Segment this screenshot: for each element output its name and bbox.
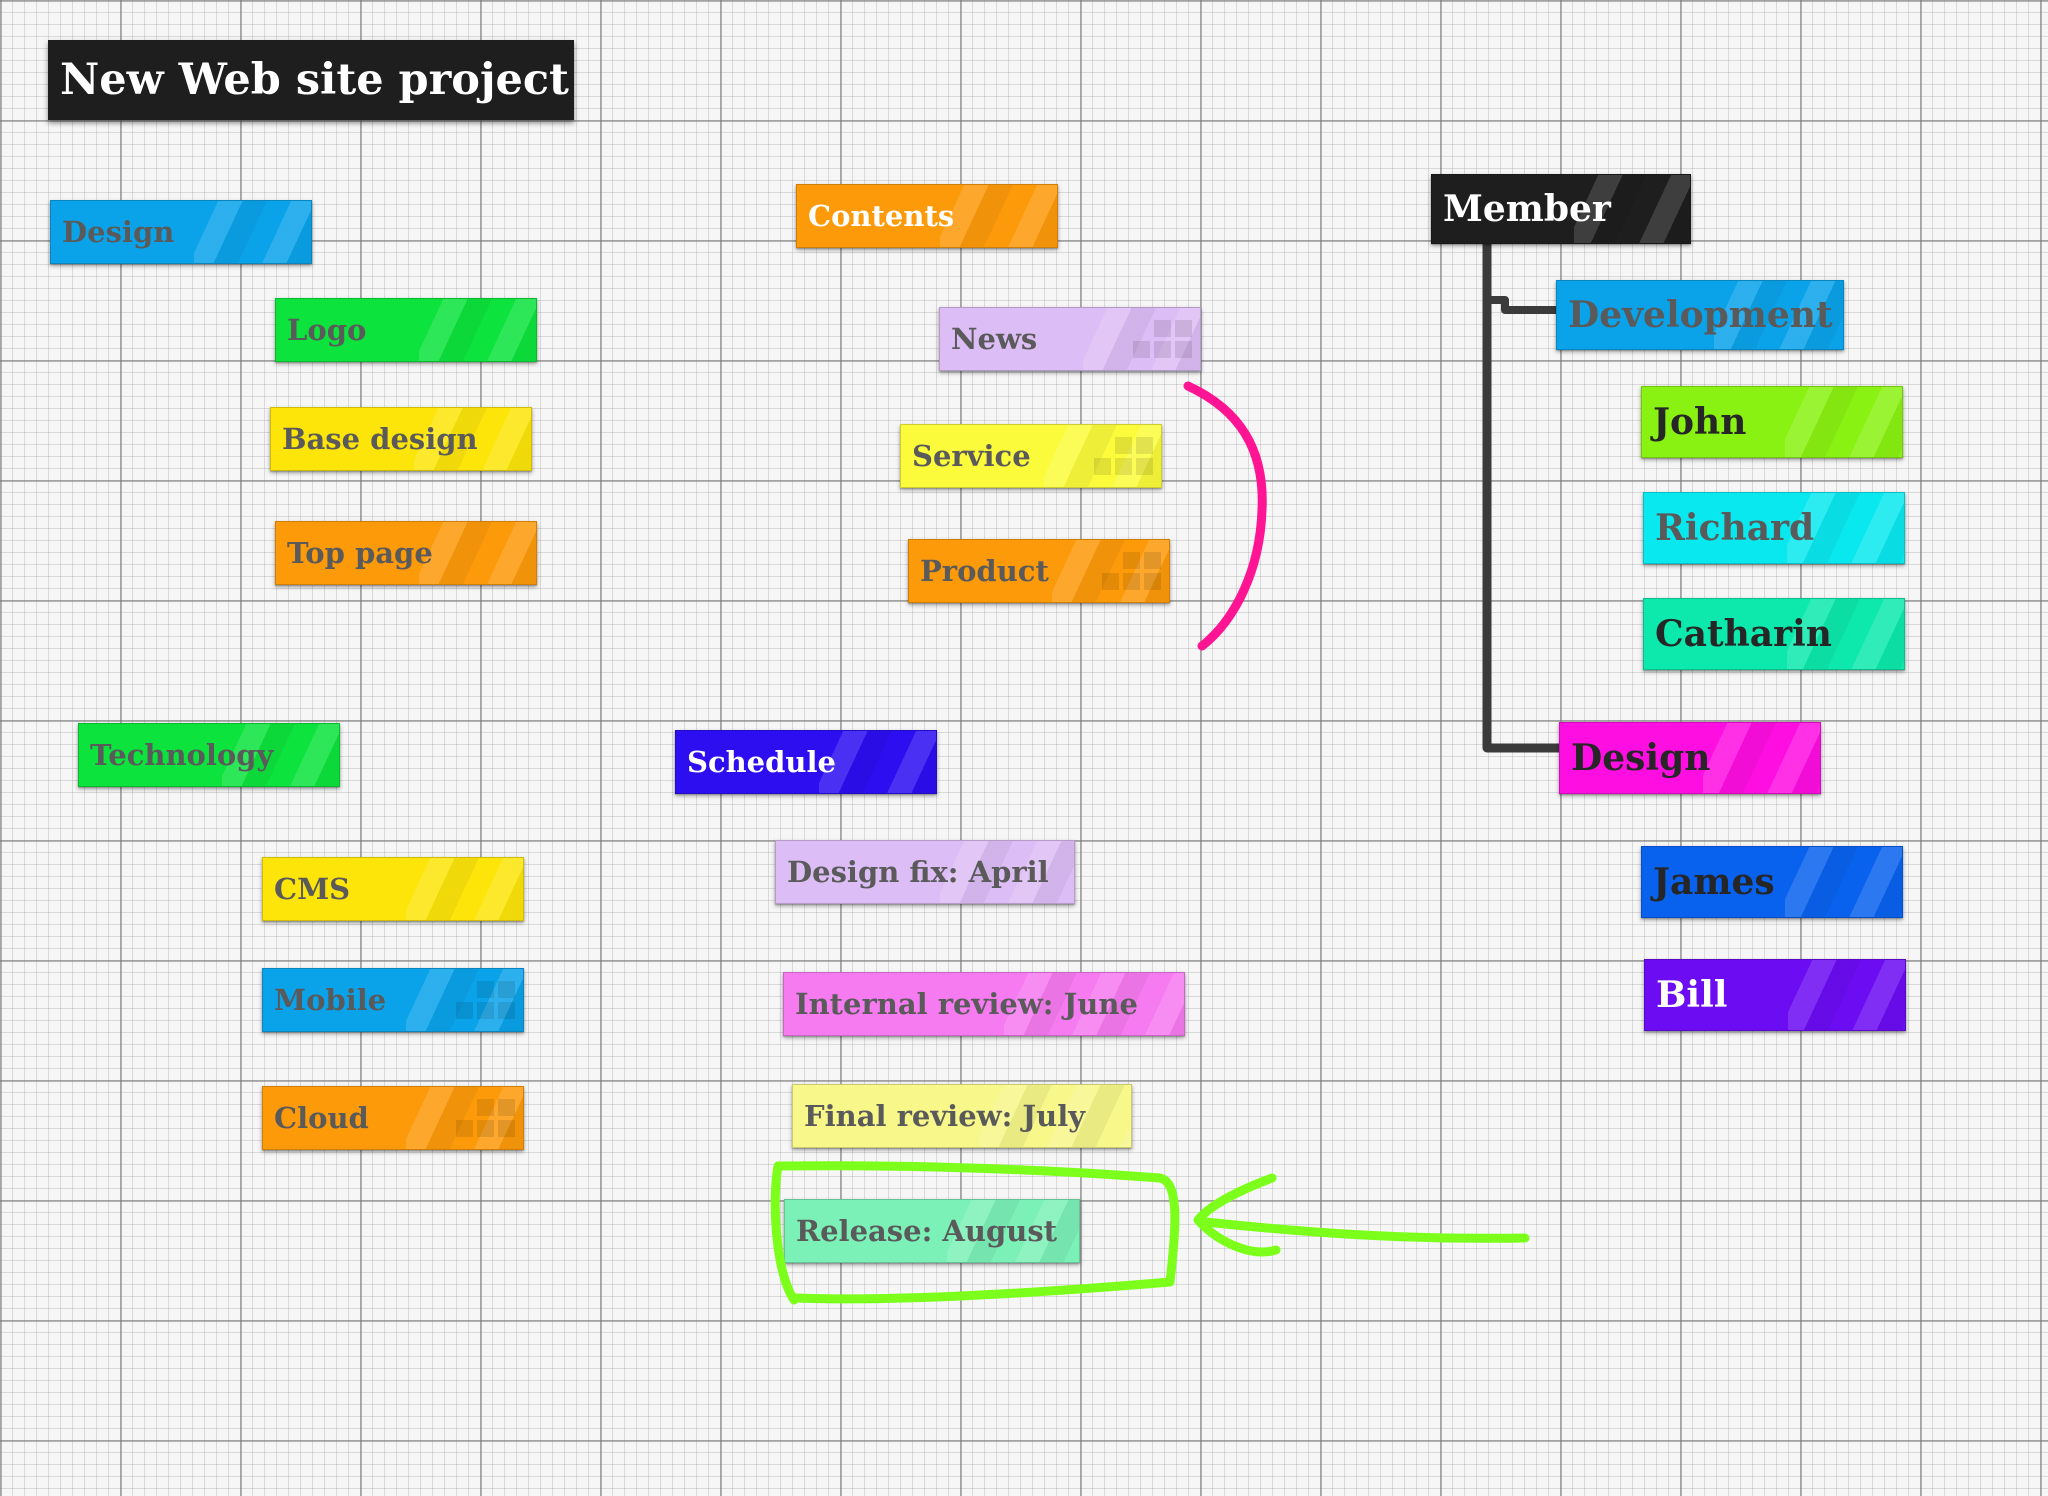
green-arrow-shaft-stroke [1201, 1217, 1530, 1243]
grid-pattern-icon [1094, 437, 1153, 475]
card-label: Development [1568, 294, 1833, 336]
card-label: Contents [808, 199, 955, 233]
card-label: Internal review: June [795, 987, 1138, 1021]
card-james[interactable]: James [1641, 846, 1903, 918]
card-technology-header[interactable]: Technology [78, 723, 340, 787]
card-richard[interactable]: Richard [1643, 492, 1905, 564]
card-label: James [1653, 861, 1775, 903]
card-label: Schedule [687, 745, 836, 779]
card-label: Design [1571, 737, 1711, 779]
card-cloud[interactable]: Cloud [262, 1086, 524, 1150]
card-label: CMS [274, 872, 351, 906]
card-development-header[interactable]: Development [1556, 280, 1844, 350]
card-label: Technology [90, 738, 274, 772]
card-mobile[interactable]: Mobile [262, 968, 524, 1032]
pink-bracket-stroke [1183, 381, 1267, 651]
card-label: Mobile [274, 983, 387, 1017]
grid-pattern-icon [1102, 552, 1161, 590]
card-label: Catharin [1655, 613, 1832, 655]
card-final-review-july[interactable]: Final review: July [792, 1084, 1132, 1148]
board-title: New Web site project [60, 55, 569, 105]
grid-pattern-icon [1133, 320, 1192, 358]
card-contents-header[interactable]: Contents [796, 184, 1058, 248]
card-schedule-header[interactable]: Schedule [675, 730, 937, 794]
card-cms[interactable]: CMS [262, 857, 524, 921]
card-label: Product [920, 554, 1049, 588]
card-label: Member [1443, 188, 1611, 230]
card-design-fix-april[interactable]: Design fix: April [775, 840, 1075, 904]
card-product[interactable]: Product [908, 539, 1170, 603]
card-label: Design fix: April [787, 855, 1049, 889]
card-member-header[interactable]: Member [1431, 174, 1691, 244]
card-news[interactable]: News [939, 307, 1201, 371]
card-design-team-header[interactable]: Design [1559, 722, 1821, 794]
card-label: Richard [1655, 507, 1815, 549]
card-top-page[interactable]: Top page [275, 521, 537, 585]
card-label: John [1653, 401, 1747, 443]
card-catharin[interactable]: Catharin [1643, 598, 1905, 670]
grid-pattern-icon [456, 981, 515, 1019]
card-internal-review-june[interactable]: Internal review: June [783, 972, 1185, 1036]
card-label: Bill [1656, 974, 1728, 1016]
card-label: Design [62, 215, 175, 249]
card-logo[interactable]: Logo [275, 298, 537, 362]
card-label: Final review: July [804, 1099, 1086, 1133]
card-base-design[interactable]: Base design [270, 407, 532, 471]
card-label: Logo [287, 313, 367, 347]
card-label: Base design [282, 422, 478, 456]
card-label: Release: August [796, 1214, 1058, 1248]
card-label: Top page [287, 536, 433, 570]
green-arrow-head-stroke [1193, 1173, 1281, 1257]
card-service[interactable]: Service [900, 424, 1162, 488]
card-john[interactable]: John [1641, 386, 1903, 458]
board-title-card[interactable]: New Web site project [48, 40, 574, 120]
card-label: Cloud [274, 1101, 369, 1135]
card-label: Service [912, 439, 1031, 473]
card-bill[interactable]: Bill [1644, 959, 1906, 1031]
grid-pattern-icon [456, 1099, 515, 1137]
card-release-august[interactable]: Release: August [784, 1199, 1080, 1263]
card-design-header[interactable]: Design [50, 200, 312, 264]
card-label: News [951, 322, 1038, 356]
